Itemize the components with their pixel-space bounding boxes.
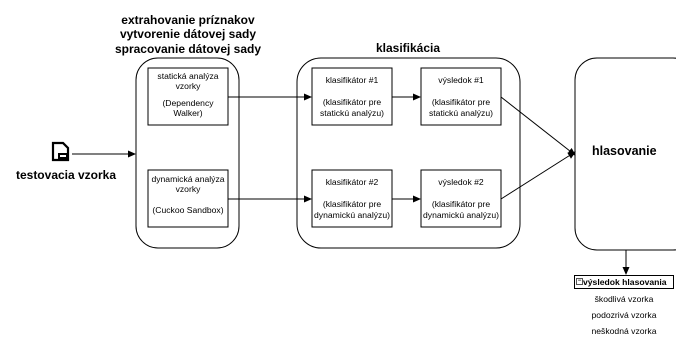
extraction-heading-line: vytvorenie dátovej sady [119,27,257,42]
classifier2-text: klasifikátor #2 (klasifikátor pre dynami… [314,177,390,220]
classifier1-title: klasifikátor #1 [325,75,379,85]
result1-desc: statickú analýzu) [428,107,494,118]
result1-text: výsledok #1 (klasifikátor pre statickú a… [429,75,493,118]
classifier1-text: klasifikátor #1 (klasifikátor pre static… [320,75,384,118]
voting-result-header-label: výsledok hlasovania [583,277,667,287]
result1-box [420,67,502,126]
result1-desc: (klasifikátor pre [431,97,491,108]
dynamic-analysis-line: vzorky [175,184,201,195]
extraction-heading-line: extrahovanie príznakov [121,13,255,27]
dynamic-analysis-text: dynamická analýza vzorky (Cuckoo Sandbox… [151,174,224,215]
voting-result-item: škodlivá vzorka [594,294,654,304]
sample-label: testovacia vzorka [15,168,117,182]
arrow-result2-to-voting [500,151,576,200]
static-analysis-box [147,67,229,126]
static-analysis-tool: (Dependency [162,97,214,108]
extraction-heading: extrahovanie príznakov vytvorenie dátove… [115,13,261,56]
voting-result-table: − výsledok hlasovania škodlivá vzorka po… [574,275,674,339]
classifier1-box [311,67,393,126]
classifier1-desc: (klasifikátor pre [322,97,382,108]
static-analysis-line: statická analýza [157,71,219,81]
static-analysis-tool: Walker) [173,107,203,118]
document-icon [51,141,70,162]
result2-box [420,169,502,228]
static-analysis-text: statická analýza vzorky (Dependency Walk… [157,71,218,118]
classification-heading: klasifikácia [375,41,441,55]
result2-desc: dynamickú analýzu) [423,209,499,220]
classifier2-desc: dynamickú analýzu) [314,209,390,220]
classifier2-title: klasifikátor #2 [325,177,379,187]
classifier2-desc: (klasifikátor pre [322,199,382,210]
result2-title: výsledok #2 [438,177,484,187]
dynamic-analysis-tool: (Cuckoo Sandbox) [152,204,224,215]
dynamic-analysis-line: dynamická analýza [151,174,225,184]
classifier1-desc: statickú analýzu) [319,107,385,118]
result2-text: výsledok #2 (klasifikátor pre dynamickú … [423,177,499,220]
result1-title: výsledok #1 [438,75,484,85]
extraction-heading-line: spracovanie dátovej sady [114,41,262,56]
collapse-icon[interactable]: − [576,278,583,285]
voting-result-item: neškodná vzorka [591,326,657,336]
arrow-result1-to-voting [500,96,576,156]
dynamic-analysis-box [147,169,229,228]
voting-label: hlasovanie [592,144,657,158]
static-analysis-line: vzorky [175,81,201,92]
voting-result-item: podozrivá vzorka [591,310,657,320]
classifier2-box [311,169,393,228]
voting-result-header[interactable]: − výsledok hlasovania [574,275,674,289]
result2-desc: (klasifikátor pre [431,199,491,210]
